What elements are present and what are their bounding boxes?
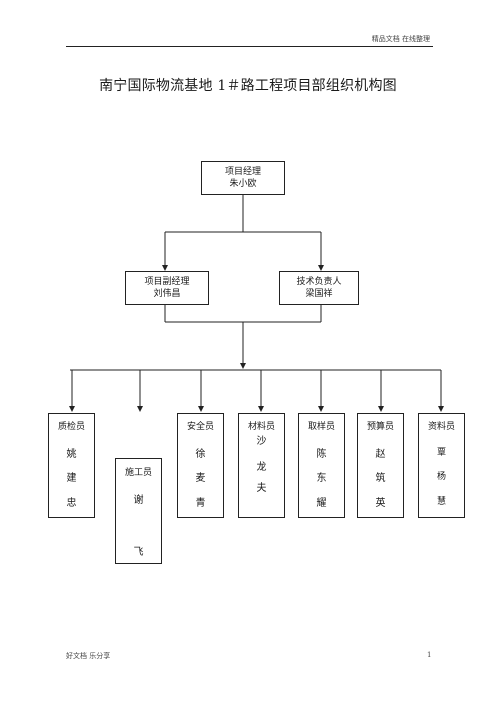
tech-box: 技术负责人 梁国祥 — [279, 271, 359, 305]
member-char: 建 — [66, 473, 77, 484]
deputy-box: 项目副经理 刘伟昌 — [125, 271, 209, 305]
manager-name: 朱小欧 — [229, 179, 257, 189]
member-role: 质检员 — [57, 422, 85, 432]
member-char: 杨 — [436, 472, 446, 482]
page-number: 1 — [427, 651, 432, 659]
member-role: 预算员 — [366, 422, 394, 432]
member-box-cailiao: 材料员 沙 龙 夫 — [238, 413, 285, 518]
member-char: 筑 — [375, 473, 386, 484]
manager-box: 项目经理 朱小欧 — [201, 161, 285, 195]
member-char: 东 — [316, 473, 327, 484]
member-char: 耀 — [316, 498, 327, 509]
member-char: 陈 — [316, 449, 327, 460]
deputy-name: 刘伟昌 — [153, 289, 181, 299]
deputy-role: 项目副经理 — [144, 277, 190, 287]
member-box-zhijian: 质检员 姚 建 忠 — [48, 413, 95, 518]
member-role: 安全员 — [186, 422, 214, 432]
member-char: 龙 — [256, 462, 267, 473]
member-char: 夫 — [256, 483, 267, 494]
member-role: 材料员 — [247, 422, 275, 432]
member-char: 谢 — [133, 495, 144, 506]
chart-title: 南宁国际物流基地 1＃路工程项目部组织机构图 — [99, 78, 397, 94]
member-char: 英 — [375, 498, 386, 509]
member-role: 施工员 — [124, 468, 152, 478]
member-box-shigong: 施工员 谢 飞 — [115, 458, 162, 564]
member-box-yusuan: 预算员 赵 筑 英 — [357, 413, 404, 518]
member-char: 忠 — [66, 498, 77, 509]
member-box-quyang: 取样员 陈 东 耀 — [298, 413, 345, 518]
member-char: 麦 — [195, 473, 206, 484]
member-char: 青 — [195, 498, 206, 509]
member-char: 徐 — [195, 449, 206, 460]
tech-role: 技术负责人 — [296, 277, 342, 287]
member-char: 沙 — [256, 436, 267, 447]
member-char: 赵 — [375, 449, 386, 460]
member-char: 覃 — [436, 448, 446, 458]
header-tag: 精品文档 在线整理 — [371, 35, 430, 43]
member-box-anquan: 安全员 徐 麦 青 — [177, 413, 224, 518]
member-char: 慧 — [436, 497, 446, 507]
member-char: 飞 — [133, 547, 144, 558]
footer-text: 好文档 乐分享 — [66, 652, 111, 660]
tech-name: 梁国祥 — [305, 289, 333, 299]
member-char: 姚 — [66, 449, 77, 460]
member-role: 取样员 — [307, 422, 335, 432]
member-role: 资料员 — [427, 422, 455, 432]
header-rule — [66, 46, 433, 47]
manager-role: 项目经理 — [224, 167, 261, 177]
member-box-ziliao: 资料员 覃 杨 慧 — [418, 413, 465, 518]
